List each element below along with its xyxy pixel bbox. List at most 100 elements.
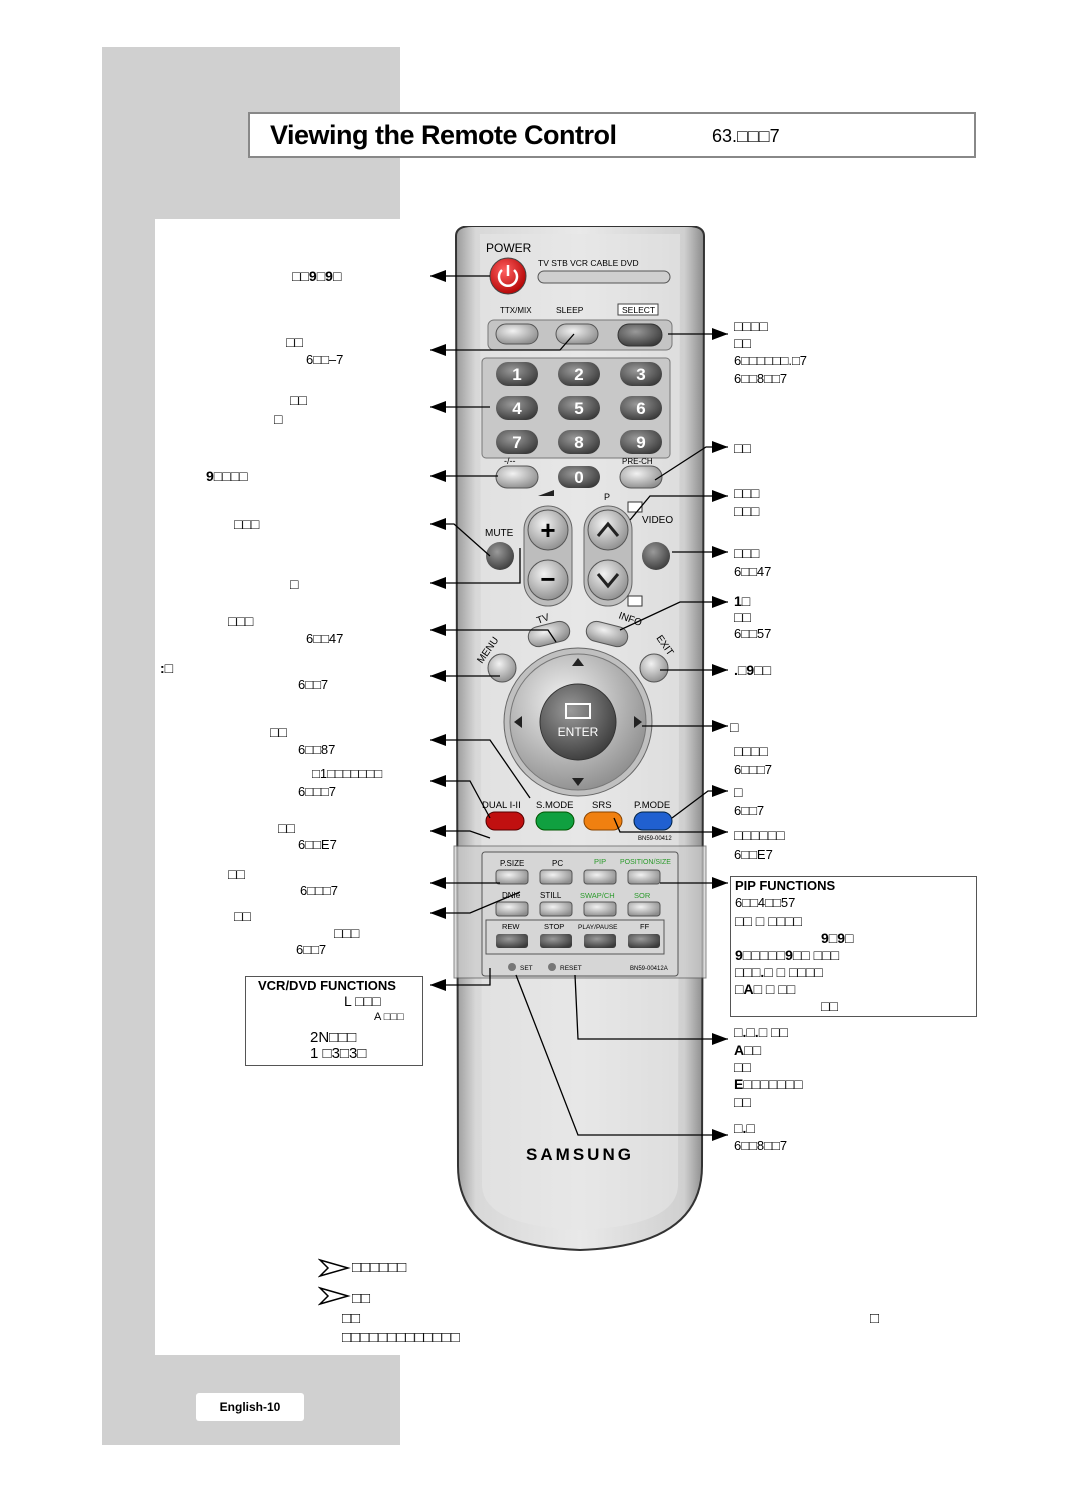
svg-text:7: 7 <box>512 433 521 452</box>
svg-text:PC: PC <box>552 859 563 868</box>
pip-line-3: 9□9□ <box>821 930 854 946</box>
still-button <box>539 901 573 917</box>
label-select-page-2: 6□□8□□7 <box>734 371 788 386</box>
svg-text:FF: FF <box>640 922 650 931</box>
label-tv: □□□ <box>228 613 254 629</box>
prech-button <box>619 465 663 489</box>
swap-button <box>583 901 617 917</box>
svg-text:5: 5 <box>574 399 583 418</box>
label-pmode-page: 6□□7 <box>734 803 765 818</box>
svg-text:STILL: STILL <box>540 891 562 900</box>
label-enter: □ <box>730 719 739 735</box>
label-exit: .□9□□ <box>734 662 772 678</box>
digit-0-button <box>558 466 600 488</box>
label-set-5: □□ <box>734 1094 751 1110</box>
label-psize: □□ <box>278 820 295 836</box>
svg-text:PRE-CH: PRE-CH <box>622 457 653 466</box>
svg-text:8: 8 <box>574 433 583 452</box>
label-srs: □□□□ <box>734 743 768 759</box>
ff-button <box>628 934 660 948</box>
label-dual: □□ <box>270 724 287 740</box>
menu-button <box>487 653 517 683</box>
label-srs-page: 6□□□7 <box>734 762 773 777</box>
label-info-2: □□ <box>734 609 751 625</box>
label-dash: 9□□□□ <box>206 468 248 484</box>
svg-text:+: + <box>540 515 555 545</box>
pip-line-1: 6□□4□□57 <box>735 895 796 910</box>
label-info: 1□ <box>734 593 751 609</box>
label-psize-page: 6□□E7 <box>298 837 337 852</box>
svg-text:ENTER: ENTER <box>558 725 599 739</box>
svg-text:6: 6 <box>636 399 645 418</box>
label-pmode: □ <box>734 784 743 800</box>
set-button <box>508 963 516 971</box>
label-smode-page: 6□□□7 <box>298 784 337 799</box>
label-smode: □1□□□□□□□ <box>312 766 383 781</box>
svg-text:TV: TV <box>535 612 551 627</box>
svg-text:TTX/MIX: TTX/MIX <box>500 306 532 315</box>
svg-text:3: 3 <box>636 365 645 384</box>
vcr-dvd-functions-box: VCR/DVD FUNCTIONS L □□□ A □□□ 2N□□□ 1 □3… <box>245 976 423 1066</box>
label-set: □.□.□ □□ <box>734 1024 788 1040</box>
svg-text:REW: REW <box>502 922 520 931</box>
label-set-3: □□ <box>734 1059 751 1075</box>
svg-text:MUTE: MUTE <box>485 528 514 539</box>
srs-button <box>583 811 623 831</box>
svg-text:SELECT: SELECT <box>622 305 655 315</box>
ttx-button <box>495 323 539 345</box>
svg-text:SRS: SRS <box>592 800 612 811</box>
svg-text:P.MODE: P.MODE <box>634 800 670 811</box>
note-1: □□□□□□ <box>352 1259 407 1276</box>
dual-button <box>485 811 525 831</box>
svg-text:9: 9 <box>636 433 645 452</box>
label-numbers: □□ <box>290 392 307 408</box>
label-info-page: 6□□57 <box>734 626 772 641</box>
label-dual-page: 6□□87 <box>298 742 336 757</box>
svg-text:BN59-00412A: BN59-00412A <box>630 966 668 972</box>
label-select-page: 6□□□□□□.□7 <box>734 353 808 368</box>
svg-text:SOR: SOR <box>634 891 651 900</box>
svg-text:PIP: PIP <box>594 857 606 866</box>
channel-down-button <box>587 559 629 601</box>
label-select: □□□□ <box>734 318 768 334</box>
label-dnie-page: 6□□□7 <box>300 883 339 898</box>
svg-text:PLAY/PAUSE: PLAY/PAUSE <box>578 924 618 931</box>
label-select-2: □□ <box>734 335 751 351</box>
svg-text:STOP: STOP <box>544 922 564 931</box>
label-mute: □□□ <box>234 516 260 532</box>
label-channel-2: □□□ <box>734 503 760 519</box>
select-button <box>617 323 663 347</box>
svg-text:P: P <box>604 492 610 502</box>
title-box: Viewing the Remote Control 63.□□□7 <box>248 112 976 158</box>
mode-labels: TV STB VCR CABLE DVD <box>538 258 639 268</box>
label-reset-page: 6□□8□□7 <box>734 1138 788 1153</box>
note-2-line-2: □□ <box>342 1310 361 1327</box>
pip-functions-box: PIP FUNCTIONS 6□□4□□57 □□ □ □□□□ 9□9□ 9□… <box>730 876 977 1017</box>
pip-button <box>583 869 617 885</box>
label-power: □□9□9□ <box>292 268 342 284</box>
svg-text:S.MODE: S.MODE <box>536 800 573 811</box>
label-still: □□ <box>234 908 251 924</box>
pmode-button <box>633 811 673 831</box>
svg-text:SET: SET <box>520 965 533 972</box>
label-menu-page: 6□□7 <box>298 677 329 692</box>
volume-down-button <box>527 559 569 601</box>
stop-button <box>540 934 572 948</box>
rew-button <box>496 934 528 948</box>
label-reset: □.□ <box>734 1120 755 1136</box>
pip-line-4: 9□□□□□9□□ □□□ <box>735 947 840 963</box>
sor-button <box>627 901 661 917</box>
tv-button <box>527 620 571 648</box>
mode-switch <box>537 270 671 284</box>
svg-text:VIDEO: VIDEO <box>642 515 673 526</box>
playpause-button <box>584 934 616 948</box>
video-button <box>642 542 670 570</box>
enter-button <box>539 683 617 761</box>
note-2-end: □ <box>870 1310 880 1327</box>
svg-text:0: 0 <box>574 468 583 487</box>
svg-text:4: 4 <box>512 399 522 418</box>
label-video: □□□ <box>734 545 760 561</box>
vcr-line-1: L □□□ <box>344 993 381 1009</box>
mute-button <box>486 542 514 570</box>
